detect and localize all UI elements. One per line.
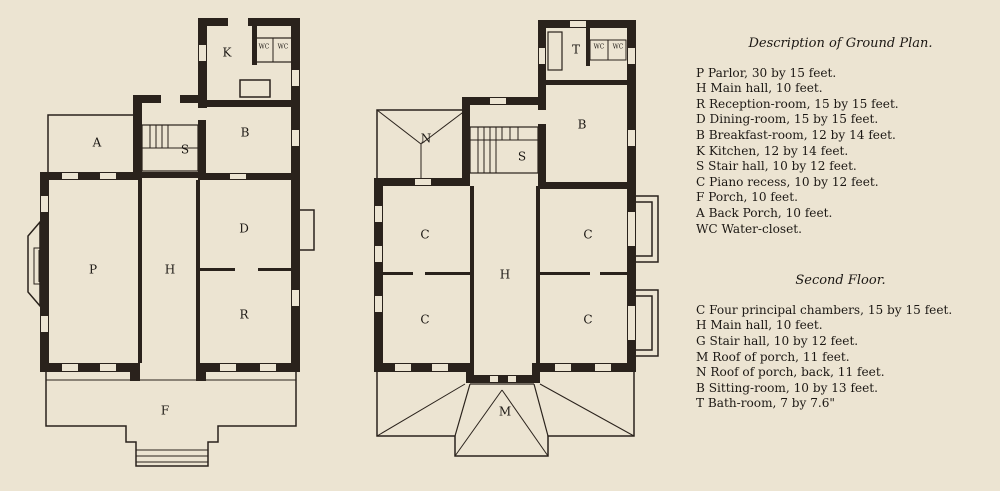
front-porch-roof: [376, 372, 635, 457]
legend-item: D Dining-room, 15 by 15 feet.: [696, 112, 879, 127]
label-chamber-4: C: [583, 313, 592, 327]
ground-plan-legend: P Parlor, 30 by 15 feet. H Main hall, 10…: [688, 66, 993, 238]
legend-item: N Roof of porch, back, 11 feet.: [696, 365, 885, 380]
label-stair-hall-upper: S: [518, 150, 526, 164]
second-walls: [374, 20, 636, 383]
legend-item: T Bath-room, 7 by 7.6": [696, 396, 835, 411]
legend-item: B Sitting-room, 10 by 13 feet.: [696, 380, 878, 395]
legend-item: WC Water-closet.: [696, 221, 802, 236]
chamber-bays: [632, 195, 659, 357]
label-roof-back: N: [421, 132, 432, 146]
label-wc-2-upper: WC: [613, 44, 624, 51]
ground-walls: [40, 18, 300, 381]
legend-item: R Reception-room, 15 by 15 feet.: [696, 96, 899, 111]
legend-item: B Breakfast-room, 12 by 14 feet.: [696, 127, 896, 142]
legend-item: C Four principal chambers, 15 by 15 feet…: [696, 302, 953, 317]
label-main-hall-upper: H: [500, 268, 510, 282]
label-wc-1: WC: [259, 44, 270, 51]
label-back-porch: A: [92, 136, 102, 150]
legend-item: A Back Porch, 10 feet.: [696, 205, 833, 220]
ground-windows: [41, 45, 299, 371]
label-kitchen: K: [223, 46, 233, 60]
label-roof-porch: M: [499, 405, 511, 419]
ground-plan-heading: Description of Ground Plan.: [748, 36, 933, 51]
label-wc-1-upper: WC: [594, 44, 605, 51]
second-floor-legend: C Four principal chambers, 15 by 15 feet…: [688, 303, 993, 412]
label-sitting-room: B: [578, 118, 587, 132]
legend-item: C Piano recess, 10 by 12 feet.: [696, 174, 879, 189]
legend-item: M Roof of porch, 11 feet.: [696, 349, 850, 364]
label-stair-hall: S: [181, 143, 189, 157]
legend-item: G Stair hall, 10 by 12 feet.: [696, 333, 859, 348]
label-parlor: P: [89, 263, 97, 277]
label-chamber-1: C: [420, 228, 429, 242]
label-wc-2: WC: [278, 44, 289, 51]
ground-plan: K WC WC A S B D P H R F: [27, 18, 315, 467]
legend-item: F Porch, 10 feet.: [696, 190, 798, 205]
label-chamber-2: C: [583, 228, 592, 242]
label-dining-room: D: [239, 222, 249, 236]
second-floor-heading: Second Floor.: [795, 273, 886, 289]
legend-item: P Parlor, 30 by 15 feet.: [696, 65, 837, 80]
ground-stair: [141, 124, 199, 172]
second-floor-plan: T WC WC N S B C C C C H M: [374, 20, 659, 457]
label-reception-room: R: [239, 308, 249, 322]
legend-item: K Kitchen, 12 by 14 feet.: [696, 143, 849, 158]
legend-item: H Main hall, 10 feet.: [696, 81, 823, 96]
label-porch: F: [161, 404, 169, 418]
legend-item: S Stair hall, 10 by 12 feet.: [696, 159, 857, 174]
label-breakfast-room: B: [241, 126, 250, 140]
legend-item: H Main hall, 10 feet.: [696, 318, 823, 333]
second-stair: [469, 126, 539, 174]
back-porch-outline: [47, 114, 133, 175]
label-chamber-3: C: [420, 313, 429, 327]
label-bath-room: T: [572, 43, 580, 57]
label-main-hall: H: [165, 263, 175, 277]
legend: Description of Ground Plan. P Parlor, 30…: [688, 36, 993, 412]
front-porch-outline: [45, 372, 297, 467]
second-windows: [375, 21, 635, 382]
